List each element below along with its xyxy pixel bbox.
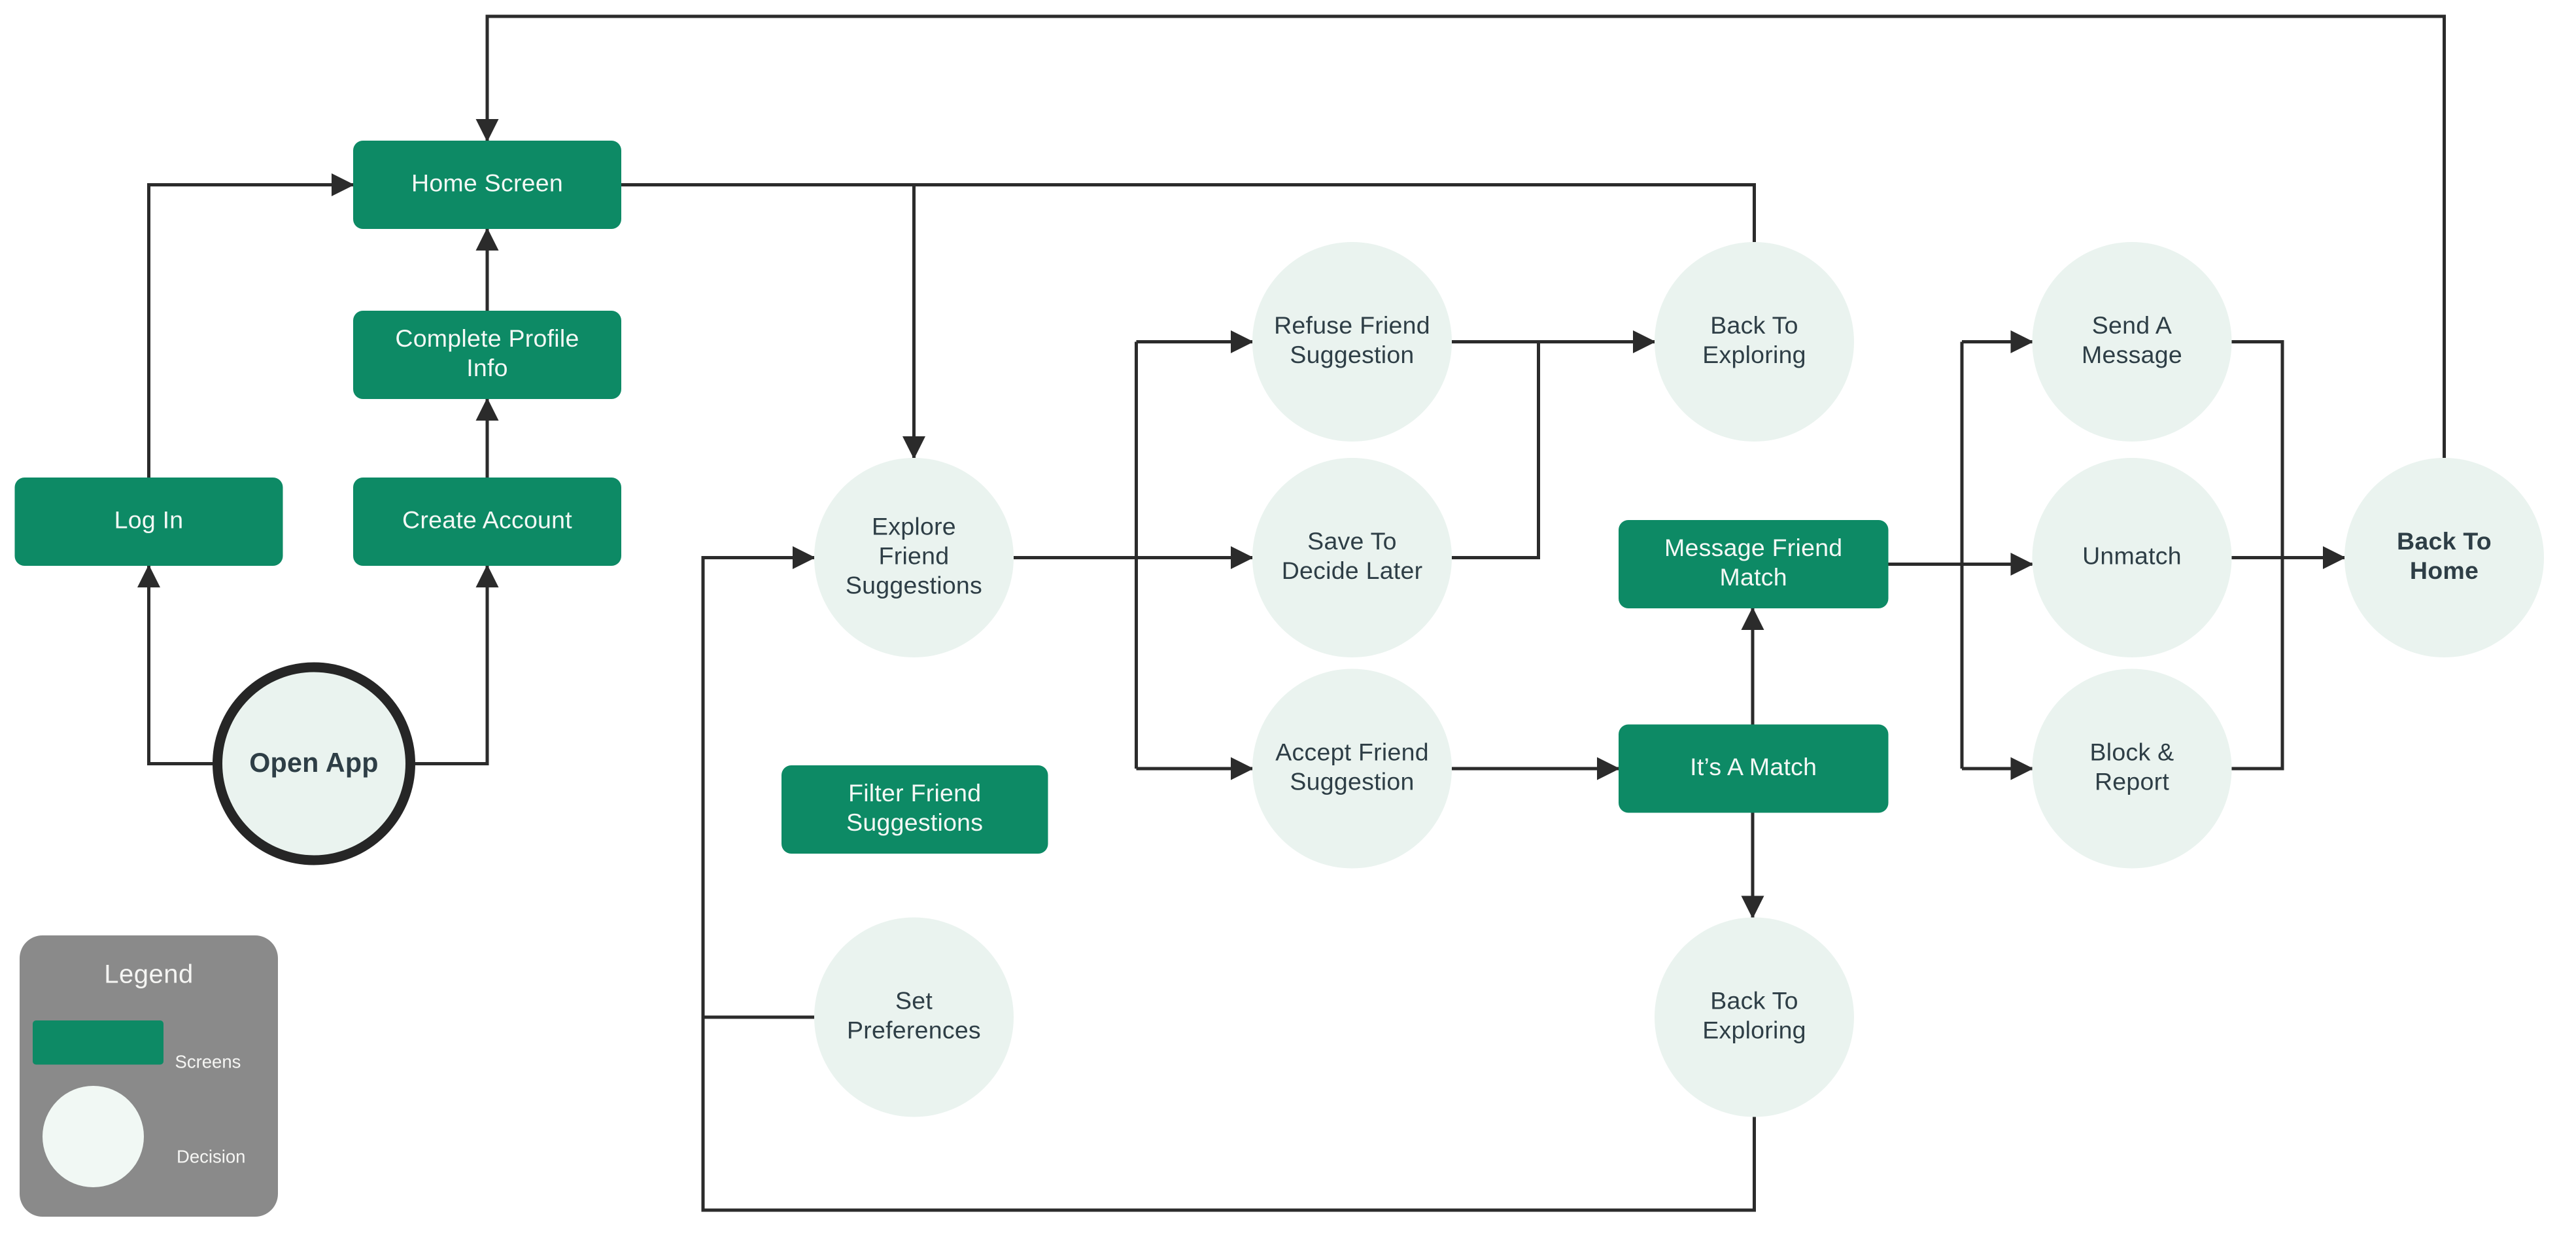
node-label: Block & Report xyxy=(2089,739,2174,797)
node-accept-friend-suggestion[interactable]: Accept Friend Suggestion xyxy=(1252,669,1452,869)
node-open-app[interactable]: Open App xyxy=(213,662,415,865)
node-label: Open App xyxy=(249,748,379,778)
node-label: Send A Message xyxy=(2082,311,2182,370)
node-filter-friend-suggestions[interactable]: Filter Friend Suggestions xyxy=(781,765,1048,854)
node-its-a-match[interactable]: It’s A Match xyxy=(1619,724,1889,813)
node-label: Back To Exploring xyxy=(1702,987,1806,1045)
legend-title: Legend xyxy=(104,962,194,990)
legend-decision-label: Decision xyxy=(177,1148,246,1168)
legend-decision-swatch xyxy=(43,1086,144,1187)
node-back-to-exploring-bottom[interactable]: Back To Exploring xyxy=(1655,917,1854,1117)
connector-open_app-to-create_account xyxy=(415,564,499,765)
connector-save_to_decide_later-to-back_to_exploring_top xyxy=(1452,341,1540,559)
connector-home_screen-to-back_to_exploring_top xyxy=(621,183,1756,242)
node-unmatch[interactable]: Unmatch xyxy=(2032,458,2232,657)
node-label: Back To Home xyxy=(2397,527,2492,585)
node-log-in[interactable]: Log In xyxy=(14,478,283,566)
node-label: Message Friend Match xyxy=(1664,534,1843,592)
node-back-to-exploring-top[interactable]: Back To Exploring xyxy=(1655,242,1854,442)
connector-log_in-to-home_screen xyxy=(147,173,355,478)
node-label: Explore Friend Suggestions xyxy=(845,512,983,600)
node-block-and-report[interactable]: Block & Report xyxy=(2032,669,2232,869)
node-label: Log In xyxy=(114,506,184,535)
node-label: Filter Friend Suggestions xyxy=(846,779,984,837)
connector-open_app-to-log_in xyxy=(137,564,213,765)
connector-back_to_home-to-home_screen xyxy=(475,14,2446,458)
node-save-to-decide-later[interactable]: Save To Decide Later xyxy=(1252,458,1452,657)
connector-back_to_exploring_bottom-to-explore_friend_suggestions xyxy=(701,546,1756,1212)
node-label: Back To Exploring xyxy=(1702,311,1806,370)
connector-send_a_message-to-back_to_home xyxy=(2231,340,2284,558)
node-explore-friend-suggestions[interactable]: Explore Friend Suggestions xyxy=(814,458,1014,657)
node-refuse-friend-suggestion[interactable]: Refuse Friend Suggestion xyxy=(1252,242,1452,442)
node-label: Accept Friend Suggestion xyxy=(1275,739,1429,797)
node-label: Save To Decide Later xyxy=(1281,527,1423,585)
node-label: Set Preferences xyxy=(847,987,981,1045)
node-label: Complete Profile Info xyxy=(395,324,579,383)
node-label: Refuse Friend Suggestion xyxy=(1274,311,1430,370)
node-complete-profile-info[interactable]: Complete Profile Info xyxy=(353,311,621,399)
node-message-friend-match[interactable]: Message Friend Match xyxy=(1619,520,1889,608)
node-label: It’s A Match xyxy=(1690,754,1817,782)
node-send-a-message[interactable]: Send A Message xyxy=(2032,242,2232,442)
legend-screen-swatch xyxy=(33,1020,163,1065)
node-set-preferences[interactable]: Set Preferences xyxy=(814,917,1014,1117)
node-home-screen[interactable]: Home Screen xyxy=(353,141,621,229)
legend-screens-label: Screens xyxy=(175,1053,241,1073)
node-back-to-home[interactable]: Back To Home xyxy=(2344,458,2544,657)
node-create-account[interactable]: Create Account xyxy=(353,478,621,566)
node-label: Unmatch xyxy=(2082,542,2182,571)
legend: Legend Screens Decision xyxy=(20,935,278,1217)
connector-block_and_report-to-back_to_home xyxy=(2231,557,2284,771)
node-label: Home Screen xyxy=(411,169,564,198)
node-label: Create Account xyxy=(402,506,572,535)
